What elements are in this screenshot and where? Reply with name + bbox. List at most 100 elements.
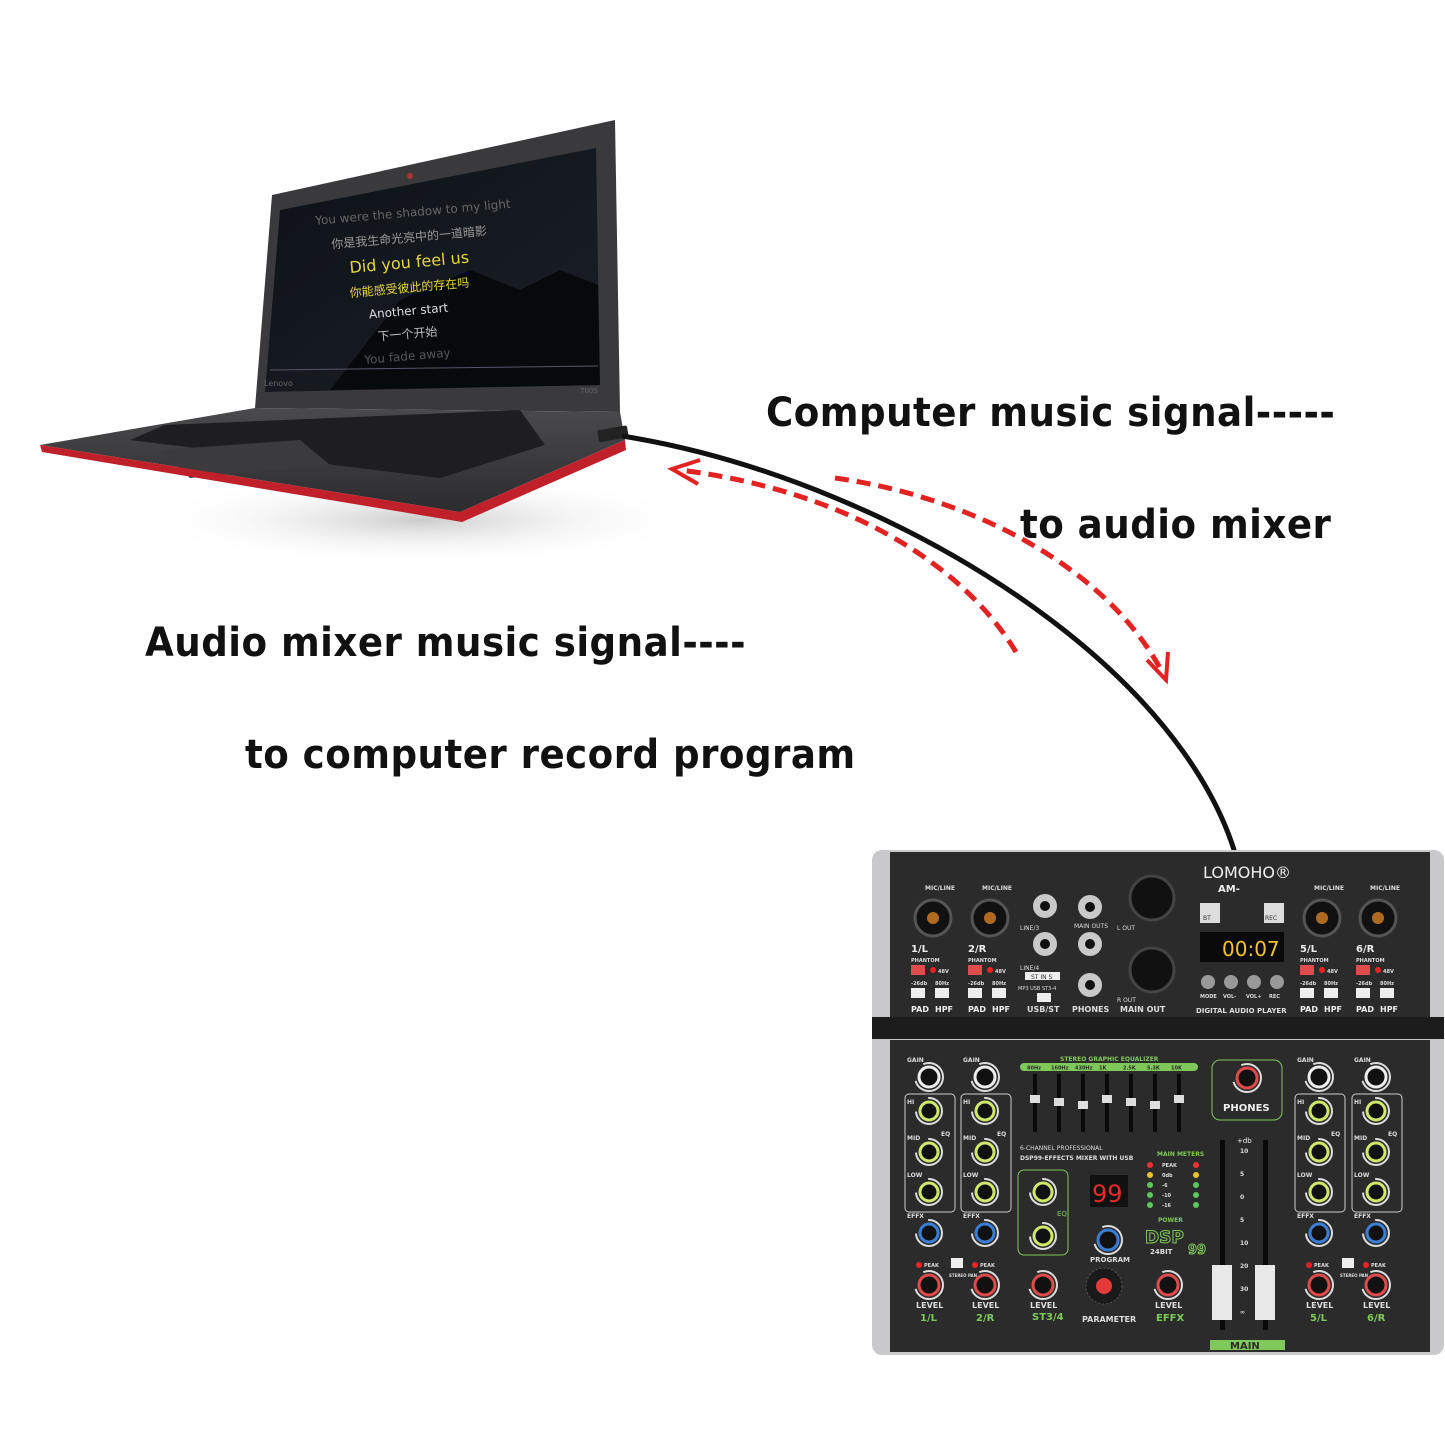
low-knob[interactable] [974, 1181, 996, 1203]
stereo-pan-switch[interactable] [951, 1258, 963, 1268]
mid-knob[interactable] [1365, 1141, 1387, 1163]
meter-led-left [1147, 1172, 1153, 1178]
pad-switch[interactable] [968, 988, 982, 998]
mic-line-label: MIC/LINE [982, 885, 1012, 892]
eq-slider-cap[interactable] [1102, 1095, 1112, 1103]
combo-jack-center [1372, 912, 1384, 924]
hpf-switch[interactable] [1380, 988, 1394, 998]
xlr-output[interactable] [1128, 946, 1176, 994]
player-button[interactable] [1247, 975, 1261, 989]
phones-label: PHONES [1223, 1103, 1270, 1114]
eq-slider-cap[interactable] [1054, 1098, 1064, 1106]
hpf-switch[interactable] [992, 988, 1006, 998]
r-out-label: R OUT [1117, 997, 1136, 1004]
st34-low-knob[interactable] [1032, 1225, 1054, 1247]
meter-label: PEAK [1162, 1163, 1178, 1169]
level-knob[interactable] [973, 1273, 997, 1297]
gain-label: GAIN [963, 1057, 980, 1064]
level-knob[interactable] [1364, 1273, 1388, 1297]
channel-label: 5/L [1300, 944, 1318, 955]
pad-label: PAD [1300, 1005, 1318, 1014]
phantom-switch[interactable] [911, 965, 925, 975]
low-knob[interactable] [918, 1181, 940, 1203]
fader-scale-label: ∞ [1240, 1309, 1245, 1316]
low-knob[interactable] [1308, 1181, 1330, 1203]
l-out-label: L OUT [1117, 925, 1135, 932]
eq-slider-cap[interactable] [1078, 1101, 1088, 1109]
usb-st-switch[interactable] [1037, 993, 1051, 1002]
program-knob[interactable] [1096, 1228, 1120, 1252]
eq-slider-cap[interactable] [1174, 1095, 1184, 1103]
stereo-pan-switch[interactable] [1342, 1258, 1354, 1268]
mid-knob[interactable] [974, 1141, 996, 1163]
player-button[interactable] [1201, 975, 1215, 989]
phones-knob[interactable] [1235, 1066, 1259, 1090]
low-label: LOW [963, 1172, 979, 1179]
meter-led-right [1193, 1162, 1199, 1168]
gain-knob[interactable] [1364, 1065, 1388, 1089]
level-knob[interactable] [917, 1273, 941, 1297]
keyboard [130, 410, 545, 478]
player-button[interactable] [1224, 975, 1238, 989]
meter-label: 0db [1162, 1173, 1173, 1179]
level-knob[interactable] [1307, 1273, 1331, 1297]
eq-section-box [960, 1093, 1012, 1213]
effx-knob[interactable] [918, 1222, 940, 1244]
mid-knob[interactable] [1308, 1141, 1330, 1163]
fader-scale-label: 5 [1240, 1171, 1244, 1178]
hi-knob[interactable] [1365, 1100, 1387, 1122]
phantom-switch[interactable] [1356, 965, 1370, 975]
48v-label: 48V [1383, 969, 1394, 975]
main-fader-cap[interactable] [1255, 1265, 1275, 1320]
hpf-switch[interactable] [935, 988, 949, 998]
st34-level-knob[interactable] [1031, 1273, 1055, 1297]
hpf-switch[interactable] [1324, 988, 1338, 998]
hi-knob[interactable] [918, 1100, 940, 1122]
mid-knob[interactable] [918, 1141, 940, 1163]
jack-hole [1085, 939, 1095, 949]
usb-st-label: USB/ST [1027, 1005, 1060, 1014]
phantom-switch[interactable] [968, 965, 982, 975]
db-label: +db [1237, 1137, 1252, 1145]
low-knob[interactable] [1365, 1181, 1387, 1203]
pad-switch[interactable] [911, 988, 925, 998]
eq-section-box [1294, 1093, 1346, 1213]
mid-label: MID [963, 1135, 976, 1142]
eq-slider-cap[interactable] [1126, 1098, 1136, 1106]
pad-switch[interactable] [1300, 988, 1314, 998]
graphic-eq-title: STEREO GRAPHIC EQUALIZER [1060, 1056, 1159, 1063]
bluetooth-button[interactable] [1200, 903, 1220, 923]
pad-switch[interactable] [1356, 988, 1370, 998]
gain-knob[interactable] [917, 1065, 941, 1089]
st34-hi-knob[interactable] [1032, 1181, 1054, 1203]
hi-knob[interactable] [1308, 1100, 1330, 1122]
player-time: 00:07 [1222, 937, 1280, 961]
hi-knob[interactable] [974, 1100, 996, 1122]
signal-arrows [667, 458, 1170, 685]
mic-line-label: MIC/LINE [1314, 885, 1344, 892]
player-display [1200, 932, 1284, 962]
player-button-label: REC [1269, 994, 1280, 1000]
gain-knob[interactable] [973, 1065, 997, 1089]
record-button[interactable] [1264, 903, 1284, 923]
peak-led [1363, 1262, 1369, 1268]
combo-jack-center [927, 912, 939, 924]
eq-slider-cap[interactable] [1030, 1095, 1040, 1103]
xlr-output[interactable] [1128, 874, 1176, 922]
screen-mountains [330, 270, 600, 390]
eq-band-label: 2.5K [1123, 1066, 1137, 1072]
touchpad [160, 440, 330, 478]
player-button[interactable] [1270, 975, 1284, 989]
eq-label: EQ [1388, 1131, 1397, 1138]
effx-level-knob[interactable] [1156, 1273, 1180, 1297]
main-fader-cap[interactable] [1212, 1265, 1232, 1320]
eq-slider-cap[interactable] [1150, 1101, 1160, 1109]
effx-knob[interactable] [1365, 1222, 1387, 1244]
hpf-label: HPF [935, 1005, 953, 1014]
effx-knob[interactable] [974, 1222, 996, 1244]
gain-knob[interactable] [1307, 1065, 1331, 1089]
effx-knob[interactable] [1308, 1222, 1330, 1244]
effx-knob-scale [971, 1219, 999, 1247]
phantom-switch[interactable] [1300, 965, 1314, 975]
effects-display [1090, 1175, 1128, 1207]
